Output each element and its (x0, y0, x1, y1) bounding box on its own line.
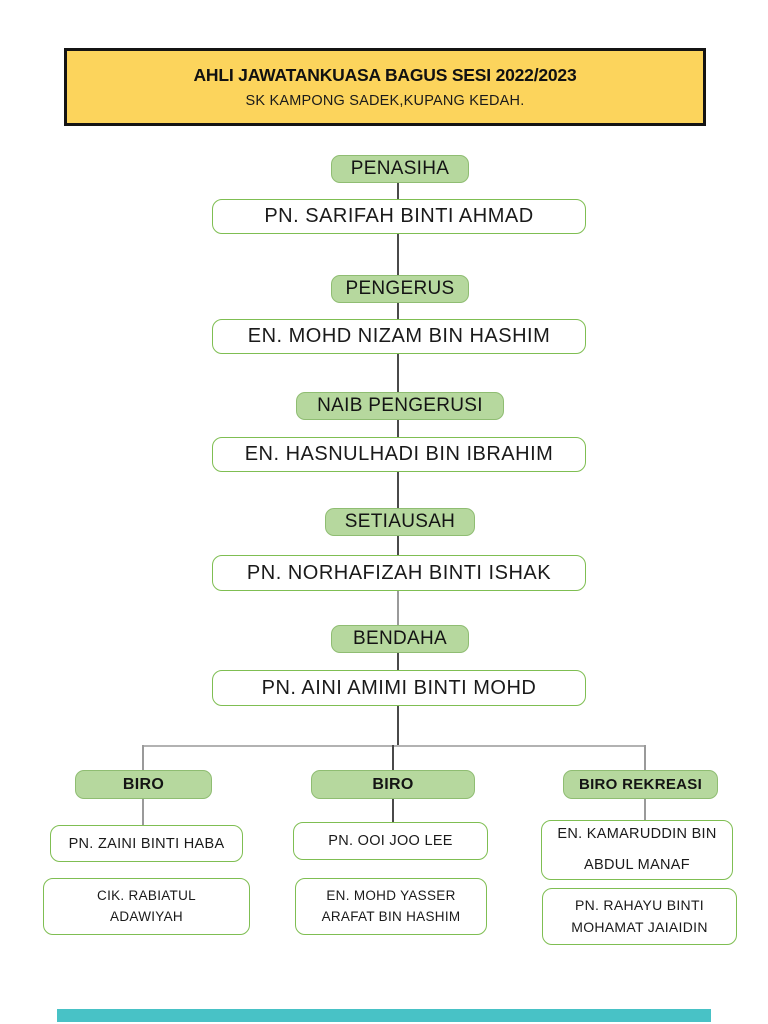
connector-line (397, 653, 399, 670)
connector-line (397, 354, 399, 392)
header-banner: AHLI JAWATANKUASA BAGUS SESI 2022/2023 S… (64, 48, 706, 126)
connector-line (397, 472, 399, 508)
connector-line (644, 799, 646, 820)
name-box-bendahari: PN. AINI AMIMI BINTI MOHD (212, 670, 586, 706)
connector-line (392, 745, 394, 770)
member-name-line: EN. MOHD YASSER (326, 887, 456, 903)
member-name-line: CIK. RABIATUL (97, 887, 196, 903)
name-box-pengerusi: EN. MOHD NIZAM BIN HASHIM (212, 319, 586, 354)
page-subtitle: SK KAMPONG SADEK,KUPANG KEDAH. (245, 93, 525, 109)
name-box-naib-pengerusi: EN. HASNULHADI BIN IBRAHIM (212, 437, 586, 472)
member-name-line: PN. RAHAYU BINTI (574, 896, 704, 913)
connector-line (397, 536, 399, 555)
connector-line (397, 303, 399, 319)
next-page-edge-bar (57, 1009, 711, 1022)
name-box-setiausaha: PN. NORHAFIZAH BINTI ISHAK (212, 555, 586, 591)
connector-line (142, 745, 144, 770)
connector-line (397, 183, 399, 199)
member-box: EN. MOHD YASSER ARAFAT BIN HASHIM (295, 878, 487, 935)
role-box-biro-1: BIRO (75, 770, 212, 799)
connector-line (142, 799, 144, 825)
member-box: EN. KAMARUDDIN BIN ABDUL MANAF (541, 820, 733, 880)
connector-line (397, 706, 399, 745)
member-name-line: ARAFAT BIN HASHIM (321, 908, 461, 924)
member-box: PN. ZAINI BINTI HABA (50, 825, 243, 862)
connector-line (397, 234, 399, 275)
role-box-bendahari: BENDAHA (331, 625, 469, 653)
member-name-line: EN. KAMARUDDIN BIN (557, 825, 717, 842)
member-box: PN. RAHAYU BINTI MOHAMAT JAIAIDIN (542, 888, 737, 945)
connector-line (392, 799, 394, 822)
role-box-naib-pengerusi: NAIB PENGERUSI (296, 392, 504, 420)
connector-line-horizontal (143, 745, 645, 747)
connector-line (644, 745, 646, 770)
page-title: AHLI JAWATANKUASA BAGUS SESI 2022/2023 (193, 65, 577, 85)
member-name-line: PN. ZAINI BINTI HABA (68, 835, 225, 852)
member-box: CIK. RABIATUL ADAWIYAH (43, 878, 250, 935)
role-box-penasihat: PENASIHA (331, 155, 469, 183)
connector-line (397, 420, 399, 437)
role-box-biro-2: BIRO (311, 770, 475, 799)
member-name-line: PN. OOI JOO LEE (328, 833, 453, 849)
member-name-line: MOHAMAT JAIAIDIN (571, 918, 708, 935)
member-box: PN. OOI JOO LEE (293, 822, 488, 860)
name-box-penasihat: PN. SARIFAH BINTI AHMAD (212, 199, 586, 234)
role-box-pengerusi: PENGERUS (331, 275, 469, 303)
member-name-line: ABDUL MANAF (584, 857, 690, 873)
member-name-line: ADAWIYAH (110, 908, 183, 924)
role-box-biro-rekreasi: BIRO REKREASI (563, 770, 718, 799)
connector-line (397, 591, 399, 625)
role-box-setiausaha: SETIAUSAH (325, 508, 475, 536)
